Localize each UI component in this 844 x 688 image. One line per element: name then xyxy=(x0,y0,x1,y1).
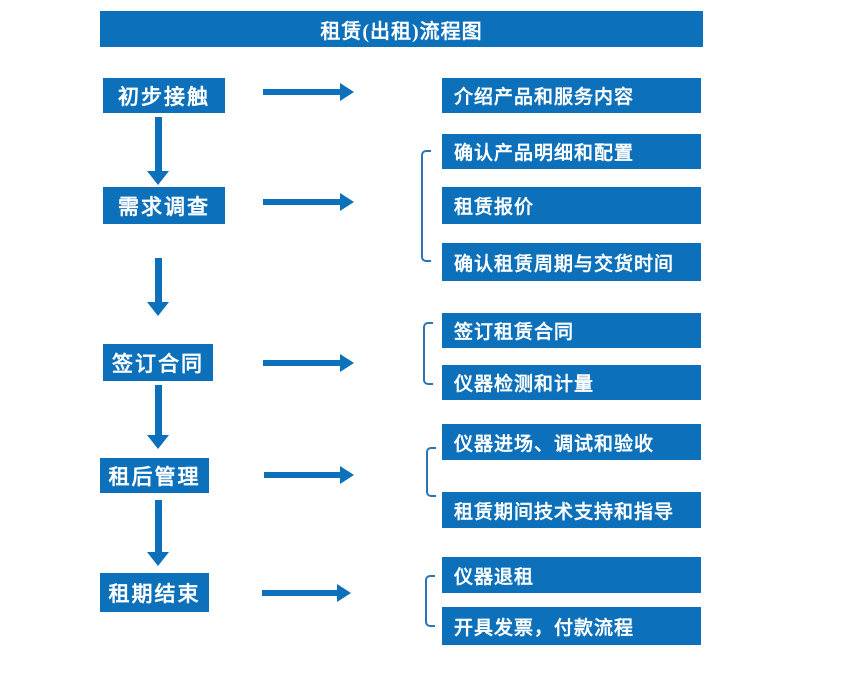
detail-box-confirm-product-details-config: 确认产品明细和配置 xyxy=(442,134,701,169)
group-bracket-rental-end xyxy=(425,575,435,627)
detail-box-sign-rental-contract: 签订租赁合同 xyxy=(442,313,701,348)
stage-box-post-rental-management: 租后管理 xyxy=(100,458,209,493)
right-arrow-3 xyxy=(263,354,354,372)
detail-box-instrument-inspection-metering: 仪器检测和计量 xyxy=(442,365,701,400)
down-arrow-head-icon xyxy=(147,552,169,566)
stage-box-rental-end: 租期结束 xyxy=(100,573,209,612)
detail-box-instrument-entry-debug-acceptance: 仪器进场、调试和验收 xyxy=(442,424,701,460)
detail-box-confirm-rental-period-delivery: 确认租赁周期与交货时间 xyxy=(442,243,701,281)
down-arrow-head-icon xyxy=(147,171,169,185)
down-arrow-head-icon xyxy=(147,435,169,449)
right-arrow-2 xyxy=(263,193,354,211)
detail-box-tech-support-guidance: 租赁期间技术支持和指导 xyxy=(442,492,701,528)
down-arrow-shaft xyxy=(154,500,162,552)
right-arrow-5 xyxy=(262,584,351,602)
down-arrow-4 xyxy=(147,500,169,566)
right-arrow-4 xyxy=(264,466,354,484)
down-arrow-shaft xyxy=(154,258,162,302)
down-arrow-head-icon xyxy=(147,302,169,316)
right-arrow-shaft xyxy=(262,590,337,596)
right-arrow-head-icon xyxy=(340,83,354,101)
stage-box-sign-contract: 签订合同 xyxy=(103,344,213,381)
group-bracket-demand-survey xyxy=(421,150,431,262)
down-arrow-2 xyxy=(147,258,169,316)
stage-box-demand-survey: 需求调查 xyxy=(103,187,225,224)
down-arrow-3 xyxy=(147,385,169,449)
flowchart-title: 租赁(出租)流程图 xyxy=(100,11,703,47)
right-arrow-head-icon xyxy=(340,466,354,484)
detail-box-instrument-return: 仪器退租 xyxy=(442,557,701,593)
right-arrow-1 xyxy=(263,83,354,101)
detail-box-introduce-products-services: 介绍产品和服务内容 xyxy=(442,78,701,113)
group-bracket-post-rental xyxy=(426,447,436,497)
right-arrow-shaft xyxy=(263,89,340,95)
group-bracket-sign-contract xyxy=(423,322,433,385)
right-arrow-head-icon xyxy=(340,193,354,211)
down-arrow-1 xyxy=(147,117,169,185)
down-arrow-shaft xyxy=(154,385,162,435)
detail-box-rental-quotation: 租赁报价 xyxy=(442,187,701,224)
right-arrow-head-icon xyxy=(337,584,351,602)
right-arrow-shaft xyxy=(263,360,340,366)
down-arrow-shaft xyxy=(154,117,162,171)
detail-box-invoice-payment-process: 开具发票，付款流程 xyxy=(442,607,701,645)
right-arrow-shaft xyxy=(263,199,340,205)
stage-box-initial-contact: 初步接触 xyxy=(103,78,225,113)
right-arrow-shaft xyxy=(264,472,340,478)
right-arrow-head-icon xyxy=(340,354,354,372)
